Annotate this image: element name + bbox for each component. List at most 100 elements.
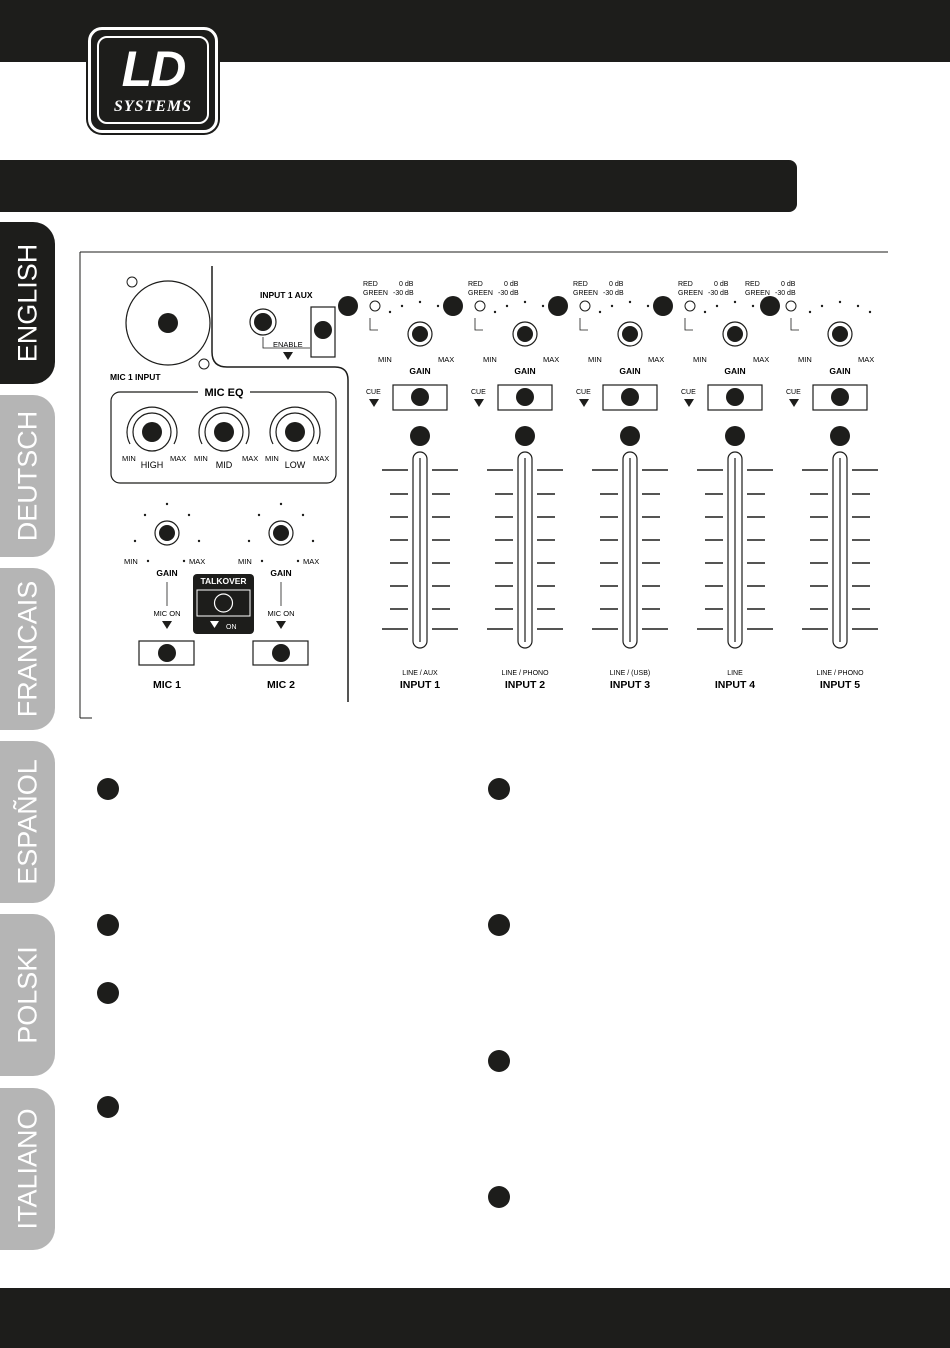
tab-espanol[interactable]: ESPAÑOL (0, 741, 55, 903)
input5-gain-knob[interactable] (827, 321, 853, 347)
input4-volume-fader[interactable] (727, 451, 743, 649)
cue-arrow-icon (684, 399, 694, 407)
mic-eq-title-bg (198, 385, 250, 399)
gain-scale-dot (296, 559, 300, 563)
gain-scale-dot (257, 513, 261, 517)
logo-ld-text: LD (121, 41, 187, 97)
meter-0db-label: 0 dB (781, 281, 796, 288)
gain-max-label: MAX (858, 355, 874, 364)
input3-gain-knob[interactable] (617, 321, 643, 347)
gain-scale-dot (400, 304, 404, 308)
input-channel-label: INPUT 1 (400, 679, 440, 691)
section-divider (211, 266, 349, 702)
input3-volume-fader[interactable] (622, 451, 638, 649)
cue-arrow-icon (579, 399, 589, 407)
meter-minus30-label: -30 dB (775, 290, 796, 297)
eq-low-knob[interactable] (275, 412, 315, 452)
gain-min-label: MIN (378, 355, 392, 364)
gain-max-label: MAX (543, 355, 559, 364)
enable-bracket (262, 337, 310, 349)
gain-scale-dot (733, 300, 737, 304)
eq-band-label: LOW (285, 460, 306, 470)
meter-0db-label: 0 dB (714, 281, 729, 288)
gain-knob-callout (832, 326, 848, 342)
tab-deutsch[interactable]: DEUTSCH (0, 395, 55, 557)
tab-polski[interactable]: POLSKI (0, 914, 55, 1076)
input-source-label: LINE / AUX (402, 670, 438, 677)
gain-scale-dot (301, 513, 305, 517)
input3-cue-button[interactable] (602, 384, 658, 411)
mic-on-arrow-icon (276, 621, 286, 629)
cue-arrow-icon (789, 399, 799, 407)
meter-0db-label: 0 dB (504, 281, 519, 288)
input5-volume-fader[interactable] (832, 451, 848, 649)
eq-mid-knob[interactable] (204, 412, 244, 452)
gain-max-label: MAX (648, 355, 664, 364)
gain-scale-dot (493, 310, 497, 314)
mic-channel-label: MIC 1 (153, 679, 181, 691)
meter-minus30-label: -30 dB (708, 290, 729, 297)
cue-label: CUE (576, 389, 591, 396)
mic1-gain-knob[interactable] (154, 520, 180, 546)
cue-arrow-icon (369, 399, 379, 407)
tab-italiano[interactable]: ITALIANO (0, 1088, 55, 1250)
eq-high-knob[interactable] (132, 412, 172, 452)
meter-red-label: RED (363, 281, 378, 288)
mic-gain-max: MAX (189, 557, 205, 566)
section-title-bar (0, 160, 797, 212)
input1-aux-jack[interactable] (249, 308, 277, 336)
gain-scale-dot (868, 310, 872, 314)
mic-on-arrow-icon (162, 621, 172, 629)
input2-cue-button[interactable] (497, 384, 553, 411)
gain-min-label: MIN (588, 355, 602, 364)
tab-english[interactable]: ENGLISH (0, 222, 55, 384)
input1-cue-button[interactable] (392, 384, 448, 411)
mic-on-label: MIC ON (153, 609, 180, 618)
input4-gain-knob[interactable] (722, 321, 748, 347)
aux-enable-switch[interactable] (310, 306, 336, 358)
input-source-label: LINE / PHONO (501, 670, 549, 677)
meter-red-label: RED (468, 281, 483, 288)
enable-label: ENABLE (273, 340, 303, 349)
input1-volume-fader[interactable] (412, 451, 428, 649)
cue-callout (831, 388, 849, 406)
ld-systems-logo: LD SYSTEMS (88, 27, 218, 133)
mic1-callout-dot (158, 313, 178, 333)
mic-channel-label: MIC 2 (267, 679, 295, 691)
mic2-on-button[interactable] (252, 640, 309, 666)
meter-minus30-label: -30 dB (498, 290, 519, 297)
input2-volume-fader[interactable] (517, 451, 533, 649)
tab-francais[interactable]: FRANCAIS (0, 568, 55, 730)
meter-green-label: GREEN (573, 290, 598, 297)
mic2-gain-knob[interactable] (268, 520, 294, 546)
talkover-on-label: ON (226, 624, 237, 631)
input1-gain-knob[interactable] (407, 321, 433, 347)
peak-led-icon (579, 300, 591, 312)
input2-gain-knob[interactable] (512, 321, 538, 347)
gain-min-label: MIN (483, 355, 497, 364)
gain-scale-dot (197, 539, 201, 543)
mic1-on-button[interactable] (138, 640, 195, 666)
fader-callout (725, 426, 745, 446)
eq-band-label: MID (216, 460, 233, 470)
gain-scale-dot (808, 310, 812, 314)
gain-scale-dot (182, 559, 186, 563)
cue-callout (726, 388, 744, 406)
input1-aux-callout (254, 313, 272, 331)
gain-scale-dot (279, 502, 283, 506)
talkover-button[interactable] (196, 589, 251, 617)
gain-scale-dot (260, 559, 264, 563)
talkover-led-icon (213, 593, 234, 613)
gain-scale-dot (505, 304, 509, 308)
gain-scale-dot (715, 304, 719, 308)
mic1-input-jack[interactable] (125, 280, 211, 366)
meter-red-label: RED (573, 281, 588, 288)
input5-cue-button[interactable] (812, 384, 868, 411)
cue-label: CUE (471, 389, 486, 396)
input4-cue-button[interactable] (707, 384, 763, 411)
gain-label: GAIN (409, 366, 430, 376)
gain-scale-dot (311, 539, 315, 543)
description-bullet (97, 914, 119, 936)
fader-callout (410, 426, 430, 446)
